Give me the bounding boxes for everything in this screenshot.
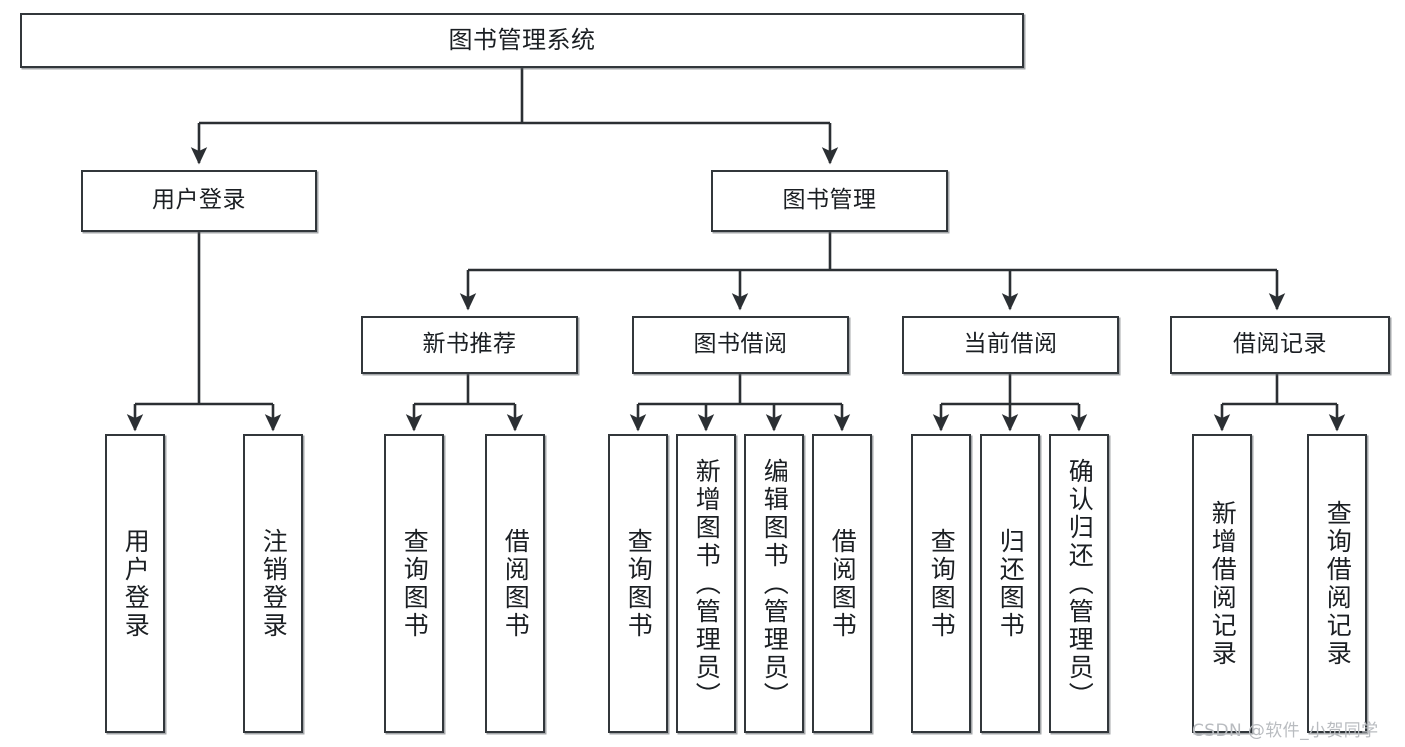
csdn-watermark: CSDN @软件_小贺同学	[1192, 721, 1379, 741]
node-book-management[interactable]: 图书管理	[711, 170, 948, 232]
node-borrow-record-label: 借阅记录	[1233, 331, 1327, 358]
node-leaf-confirm-return-admin[interactable]: 确认归还（管理员）	[1049, 434, 1109, 733]
node-leaf-query-borrow-record-label: 查询借阅记录	[1323, 499, 1353, 668]
node-leaf-edit-book-admin-label: 编辑图书（管理员）	[760, 457, 790, 710]
node-user-login[interactable]: 用户登录	[81, 170, 317, 232]
node-leaf-add-book-admin-label: 新增图书（管理员）	[692, 457, 722, 710]
node-current-borrow[interactable]: 当前借阅	[902, 316, 1119, 374]
node-new-book-recommend[interactable]: 新书推荐	[361, 316, 578, 374]
node-leaf-logout-login-label: 注销登录	[259, 527, 289, 640]
node-leaf-query-book-2-label: 查询图书	[624, 527, 654, 640]
node-leaf-borrow-book-1-label: 借阅图书	[501, 527, 531, 640]
node-book-management-label: 图书管理	[782, 187, 877, 214]
node-leaf-borrow-book-2-label: 借阅图书	[828, 527, 858, 640]
node-new-book-recommend-label: 新书推荐	[422, 331, 517, 358]
node-leaf-logout-login[interactable]: 注销登录	[243, 434, 303, 733]
node-leaf-user-login[interactable]: 用户登录	[105, 434, 165, 733]
node-leaf-borrow-book-1[interactable]: 借阅图书	[485, 434, 545, 733]
node-leaf-edit-book-admin[interactable]: 编辑图书（管理员）	[744, 434, 804, 733]
node-leaf-query-book-3-label: 查询图书	[927, 527, 957, 640]
node-root[interactable]: 图书管理系统	[20, 13, 1024, 68]
node-leaf-add-borrow-record[interactable]: 新增借阅记录	[1192, 434, 1252, 733]
node-leaf-query-book-2[interactable]: 查询图书	[608, 434, 668, 733]
node-leaf-query-book-1-label: 查询图书	[400, 527, 430, 640]
node-leaf-return-book-label: 归还图书	[996, 527, 1026, 640]
node-leaf-return-book[interactable]: 归还图书	[980, 434, 1040, 733]
node-leaf-query-borrow-record[interactable]: 查询借阅记录	[1307, 434, 1367, 733]
node-leaf-query-book-3[interactable]: 查询图书	[911, 434, 971, 733]
node-leaf-confirm-return-admin-label: 确认归还（管理员）	[1065, 457, 1095, 710]
node-leaf-borrow-book-2[interactable]: 借阅图书	[812, 434, 872, 733]
node-leaf-query-book-1[interactable]: 查询图书	[384, 434, 444, 733]
node-user-login-label: 用户登录	[152, 187, 246, 214]
node-leaf-add-book-admin[interactable]: 新增图书（管理员）	[676, 434, 736, 733]
node-borrow-record[interactable]: 借阅记录	[1170, 316, 1390, 374]
node-book-borrow[interactable]: 图书借阅	[632, 316, 849, 374]
node-book-borrow-label: 图书借阅	[693, 331, 788, 358]
node-root-label: 图书管理系统	[448, 26, 596, 55]
node-leaf-add-borrow-record-label: 新增借阅记录	[1208, 499, 1238, 668]
node-current-borrow-label: 当前借阅	[963, 331, 1058, 358]
node-leaf-user-login-label: 用户登录	[121, 527, 151, 640]
